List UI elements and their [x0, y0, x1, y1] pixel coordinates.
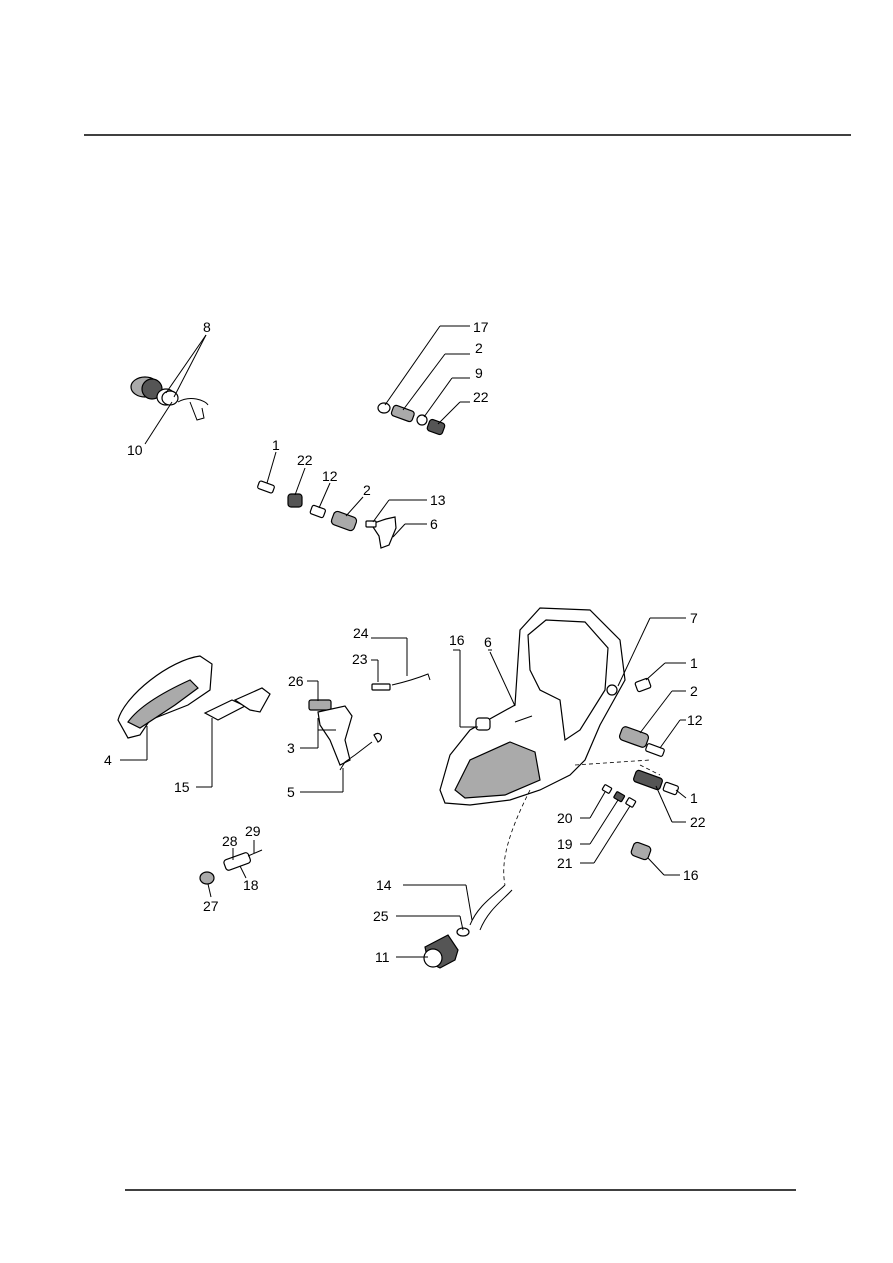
- fuel-line-filter: [423, 789, 531, 969]
- callout-5: 5: [287, 784, 295, 800]
- callout-7: 7: [690, 610, 698, 626]
- callout-12: 12: [322, 468, 338, 484]
- handle-cover: [117, 655, 213, 739]
- stop-switch-parts: [199, 849, 263, 885]
- callout-21: 21: [557, 855, 573, 871]
- callout-18: 18: [243, 877, 259, 893]
- callout-10: 10: [127, 442, 143, 458]
- callout-29: 29: [245, 823, 261, 839]
- fuel-cap-assembly: [130, 376, 209, 421]
- callout-14: 14: [376, 877, 392, 893]
- callout-26: 26: [288, 673, 304, 689]
- rear-handle: [439, 607, 626, 806]
- callout-6: 6: [484, 634, 492, 650]
- throttle-trigger-assembly: [308, 673, 431, 771]
- callout-4: 4: [104, 752, 112, 768]
- callout-22: 22: [690, 814, 706, 830]
- callout-22: 22: [473, 389, 489, 405]
- callout-1: 1: [690, 655, 698, 671]
- callout-1: 1: [690, 790, 698, 806]
- callout-19: 19: [557, 836, 573, 852]
- callout-8: 8: [203, 319, 211, 335]
- callout-16: 16: [683, 867, 699, 883]
- callout-13: 13: [430, 492, 446, 508]
- callout-23: 23: [352, 651, 368, 667]
- handle-mount-parts: [618, 677, 679, 796]
- callout-20: 20: [557, 810, 573, 826]
- callout-22: 22: [297, 452, 313, 468]
- callout-17: 17: [473, 319, 489, 335]
- callout-27: 27: [203, 898, 219, 914]
- callout-15: 15: [174, 779, 190, 795]
- small-pins: [601, 784, 652, 861]
- callout-25: 25: [373, 908, 389, 924]
- callout-3: 3: [287, 740, 295, 756]
- spring-assembly-top: [377, 402, 446, 436]
- callout-16: 16: [449, 632, 465, 648]
- callout-2: 2: [363, 482, 371, 498]
- callout-11: 11: [375, 949, 390, 965]
- callout-9: 9: [475, 365, 483, 381]
- callout-1: 1: [272, 437, 280, 453]
- callout-28: 28: [222, 833, 238, 849]
- callout-12: 12: [687, 712, 703, 728]
- throttle-lockout-lever: [203, 687, 271, 721]
- callout-6: 6: [430, 516, 438, 532]
- callout-24: 24: [353, 625, 369, 641]
- callout-2: 2: [690, 683, 698, 699]
- callout-2: 2: [475, 340, 483, 356]
